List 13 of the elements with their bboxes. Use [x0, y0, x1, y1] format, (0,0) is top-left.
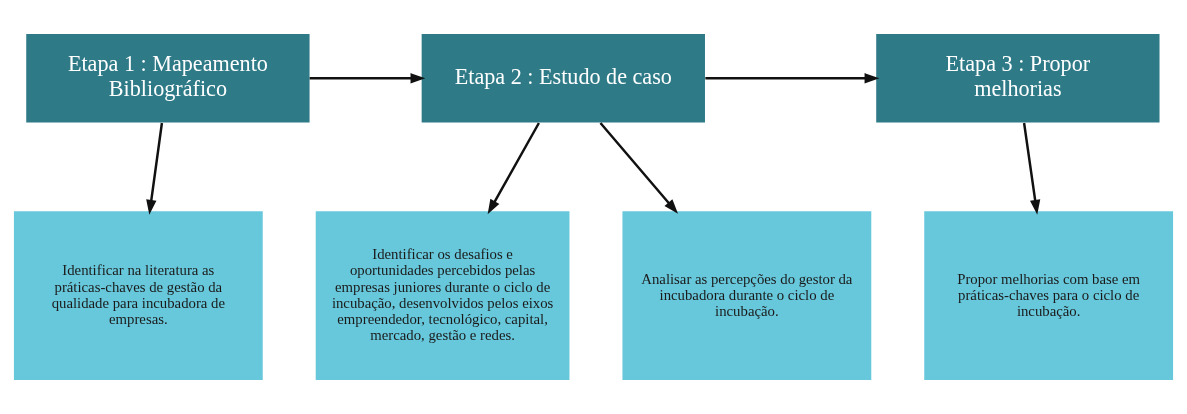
arrow [705, 73, 880, 84]
node-box: Identificar os desafios e oportunidades percebidos pelas empresas juniores durante o ciclo de incubação, desenvolvidos pelos eixos empreendedor, tecnológico, capital, mercado, gestão e redes. [315, 211, 570, 381]
arrow [487, 122, 540, 215]
node-box: Etapa 2 : Estudo de caso [421, 33, 705, 123]
arrow [146, 122, 164, 215]
arrow [1022, 122, 1041, 215]
node-box: Propor melhorias com base em práticas-chaves para o ciclo de incubação. [924, 211, 1174, 381]
node-box: Etapa 1 : Mapeamento Bibliográfico [26, 33, 310, 123]
arrow [599, 122, 679, 214]
node-box: Etapa 3 : Propor melhorias [876, 33, 1160, 123]
node-box: Identificar na literatura as práticas-chaves de gestão da qualidade para incubadora de empresas. [13, 211, 263, 381]
node-box: Analisar as percepções do gestor da incubadora durante o ciclo de incubação. [622, 211, 872, 381]
arrow [309, 73, 426, 84]
